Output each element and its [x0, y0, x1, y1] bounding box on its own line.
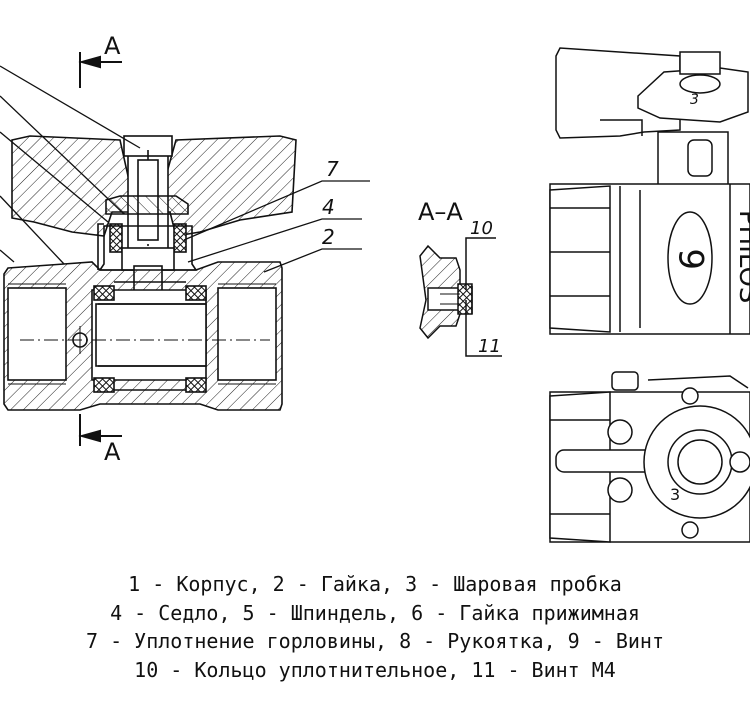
section-aa-view — [419, 237, 502, 357]
section-aa-title: A–A — [418, 198, 463, 226]
legend-line-2: 4 - Седло, 5 - Шпиндель, 6 - Гайка прижи… — [110, 600, 640, 625]
side-number-6: 6 — [673, 248, 713, 270]
side-number-3: 3 — [690, 92, 699, 108]
brand-mark: PHILOS — [733, 210, 750, 303]
section-label-top: A — [104, 32, 121, 60]
legend-line-1: 1 - Корпус, 2 - Гайка, 3 - Шаровая пробк… — [128, 572, 622, 596]
callout-10: 10 — [470, 218, 493, 239]
legend-line-4: 10 - Кольцо уплотнительное, 11 - Винт М4 — [134, 657, 616, 682]
parts-legend: 1 - Корпус, 2 - Гайка, 3 - Шаровая пробк… — [0, 570, 750, 684]
callout-4: 4 — [322, 195, 335, 219]
callout-11: 11 — [478, 336, 501, 357]
leader-lines — [0, 65, 370, 273]
side-view: 3 — [549, 47, 750, 335]
bottom-view — [549, 371, 750, 543]
neck-seal — [109, 223, 123, 253]
callout-7: 7 — [326, 157, 339, 181]
section-label-bottom: A — [104, 438, 121, 466]
callout-2: 2 — [322, 225, 335, 249]
legend-line-3: 7 - Уплотнение горловины, 8 - Рукоятка, … — [86, 629, 664, 653]
callouts-left: 7 4 2 — [322, 157, 339, 249]
section-marker-top — [78, 52, 122, 88]
sectional-view — [3, 135, 297, 411]
seat — [93, 285, 115, 301]
bottom-number-3: 3 — [670, 485, 680, 504]
section-marker-bottom — [78, 414, 122, 446]
